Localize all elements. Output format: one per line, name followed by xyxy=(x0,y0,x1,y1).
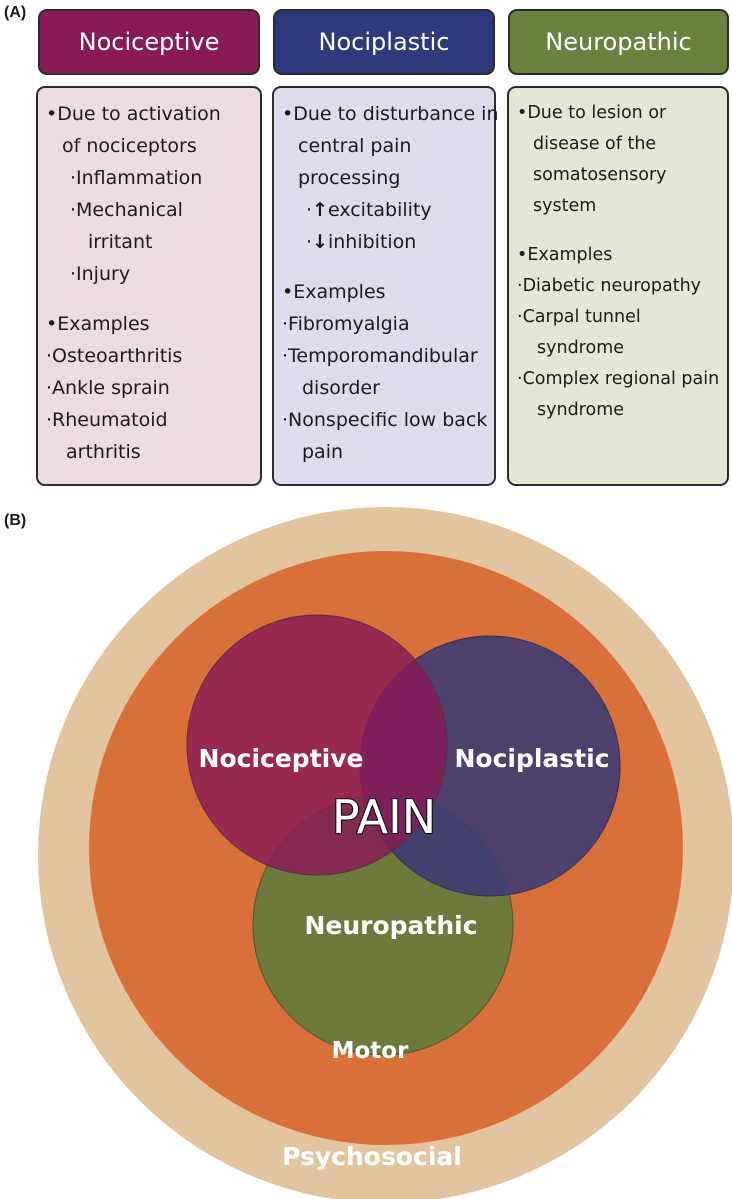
list-item: ·Nonspecific low back xyxy=(282,404,488,436)
list-item-text: ·Inflammation xyxy=(70,167,203,189)
list-item: ·↓inhibition xyxy=(282,226,488,258)
neuropathic-label: Neuropathic xyxy=(304,911,477,940)
list-item: ·Temporomandibular xyxy=(282,340,488,372)
list-item-text: central pain xyxy=(298,135,412,157)
list-item: ·↑excitability xyxy=(282,194,488,226)
list-item: ·Rheumatoid xyxy=(46,404,254,436)
header-nociplastic: Nociplastic xyxy=(273,9,495,75)
header-title: Nociplastic xyxy=(318,28,450,56)
list-item-text: arthritis xyxy=(66,441,141,463)
bullet: · xyxy=(306,231,313,253)
list-item-text: ·Complex regional pain xyxy=(517,369,720,389)
list-item-text: •Due to activation xyxy=(46,103,221,125)
list-item: pain xyxy=(282,436,488,468)
list-item: ·Complex regional pain xyxy=(517,364,721,395)
list-item-text: •Examples xyxy=(46,313,150,335)
nociceptive-circle xyxy=(186,614,448,876)
list-item: ·Osteoarthritis xyxy=(46,340,254,372)
list-item-text: syndrome xyxy=(537,338,625,358)
psychosocial-label: Psychosocial xyxy=(282,1142,462,1171)
nociplastic-label: Nociplastic xyxy=(454,744,609,773)
header-title: Neuropathic xyxy=(545,28,692,56)
list-item-text: ·Diabetic neuropathy xyxy=(517,276,702,296)
nociceptive-label: Nociceptive xyxy=(199,744,364,773)
header-title: Nociceptive xyxy=(78,28,220,56)
list-item: irritant xyxy=(46,226,254,258)
motor-label: Motor xyxy=(332,1038,409,1064)
pain-label: PAIN xyxy=(332,790,436,844)
list-item-text: ·Injury xyxy=(70,263,131,285)
list-item: ·Inflammation xyxy=(46,162,254,194)
list-item: •Examples xyxy=(46,308,254,340)
box-neuropathic: •Due to lesion or disease of the somatosen… xyxy=(507,86,729,486)
list-item: disease of the xyxy=(517,129,721,160)
list-item-text: •Examples xyxy=(282,281,386,303)
list-item-text: disorder xyxy=(302,377,380,399)
list-item: ·Diabetic neuropathy xyxy=(517,271,721,302)
list-item-text: •Examples xyxy=(517,245,613,265)
panel-b-label: (B) xyxy=(4,512,27,529)
list-item-text: excitability xyxy=(327,199,432,221)
list-item-text: ·Ankle sprain xyxy=(46,377,170,399)
list-item: ·Fibromyalgia xyxy=(282,308,488,340)
list-item-text: ·Fibromyalgia xyxy=(282,313,410,335)
list-item: ·Injury xyxy=(46,258,254,290)
list-item-text: ·Osteoarthritis xyxy=(46,345,183,367)
header-neuropathic: Neuropathic xyxy=(508,9,729,75)
list-item-text: somatosensory xyxy=(533,165,667,185)
box-nociplastic: •Due to disturbance in central pain proces… xyxy=(272,86,499,486)
box-nociceptive: •Due to activation of nociceptors ·Inflamm… xyxy=(36,86,262,486)
list-item: •Examples xyxy=(517,240,721,271)
list-item: •Due to activation xyxy=(46,98,254,130)
panel-a-label: (A) xyxy=(4,4,27,21)
list-item-text: •Due to disturbance in xyxy=(282,103,499,125)
list-item: syndrome xyxy=(517,333,721,364)
list-item: ·Mechanical xyxy=(46,194,254,226)
list-item: ·Ankle sprain xyxy=(46,372,254,404)
header-nociceptive: Nociceptive xyxy=(38,9,260,75)
list-item-text: syndrome xyxy=(537,400,625,420)
list-item: •Examples xyxy=(282,276,488,308)
list-item-text: disease of the xyxy=(533,134,657,154)
bullet: · xyxy=(306,199,313,221)
list-item-text: ·Rheumatoid xyxy=(46,409,168,431)
list-item-text: system xyxy=(533,196,597,216)
list-item-text: inhibition xyxy=(327,231,417,253)
list-item: arthritis xyxy=(46,436,254,468)
list-item-text: irritant xyxy=(88,231,153,253)
list-item: syndrome xyxy=(517,395,721,426)
list-item-text: processing xyxy=(298,167,401,189)
list-item-text: of nociceptors xyxy=(62,135,197,157)
list-item: somatosensory xyxy=(517,160,721,191)
list-item-text: ·Carpal tunnel xyxy=(517,307,641,327)
arrow-up-icon: ↑ xyxy=(312,199,328,221)
list-item-text: ·Nonspecific low back xyxy=(282,409,488,431)
list-item: ·Carpal tunnel xyxy=(517,302,721,333)
list-item: •Due to disturbance in xyxy=(282,98,499,130)
list-item: central pain xyxy=(282,130,488,162)
list-item: system xyxy=(517,191,721,222)
list-item: of nociceptors xyxy=(46,130,254,162)
list-item: •Due to lesion or xyxy=(517,98,721,129)
list-item-text: ·Mechanical xyxy=(70,199,183,221)
list-item-text: pain xyxy=(302,441,344,463)
list-item: processing xyxy=(282,162,488,194)
list-item-text: ·Temporomandibular xyxy=(282,345,478,367)
arrow-down-icon: ↓ xyxy=(312,231,328,253)
list-item-text: •Due to lesion or xyxy=(517,103,667,123)
list-item: disorder xyxy=(282,372,488,404)
